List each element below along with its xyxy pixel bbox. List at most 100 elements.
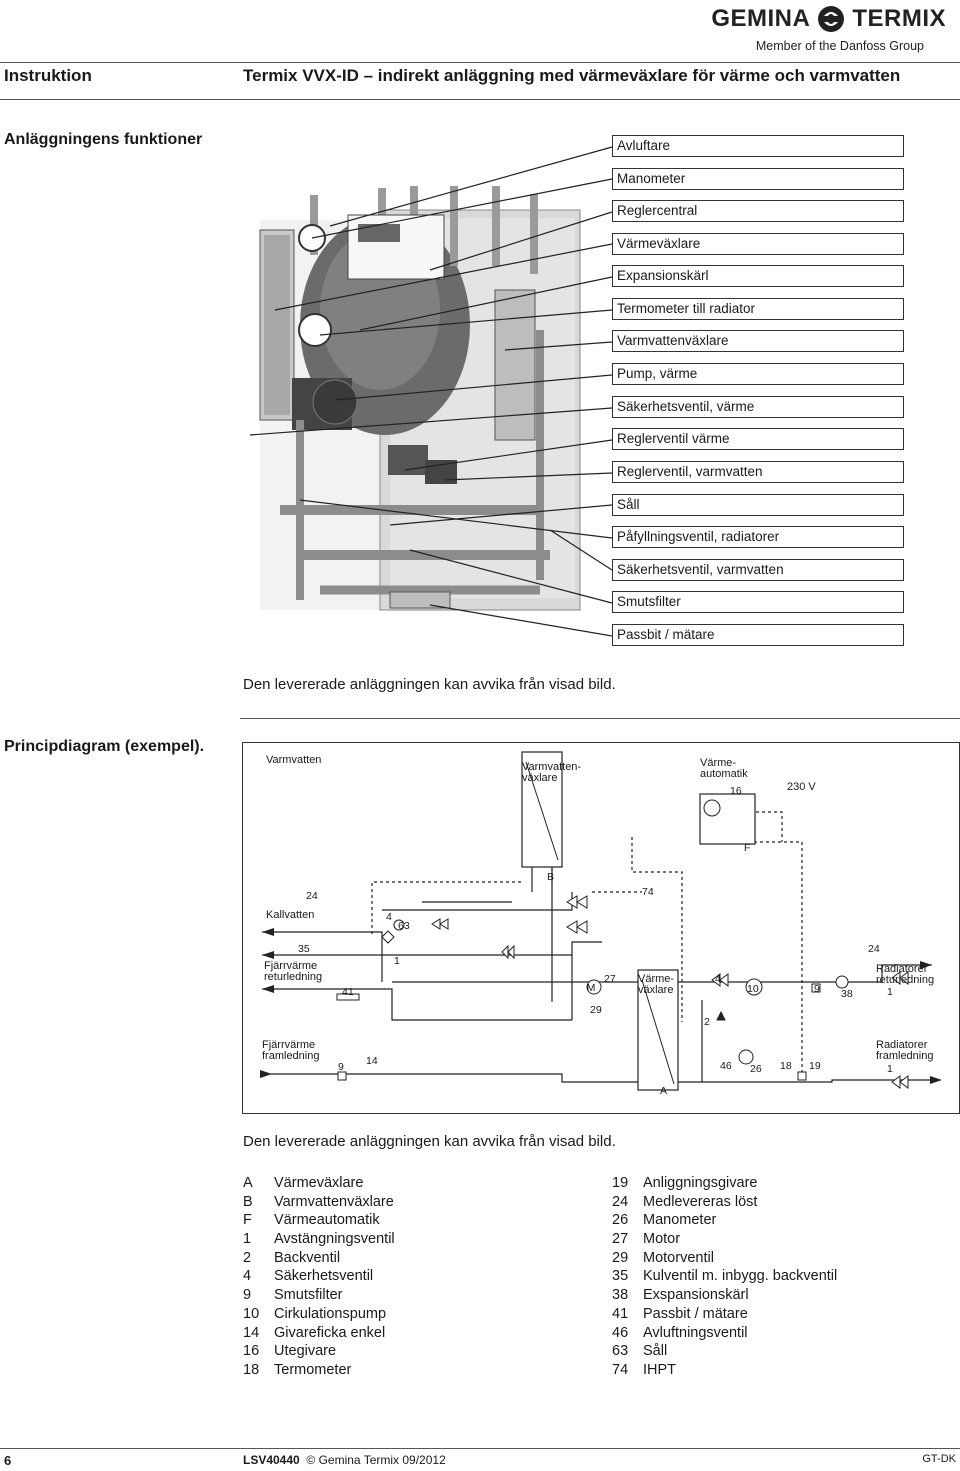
diagram-num-1b: 1 <box>887 986 893 998</box>
diagram-num-46: 46 <box>720 1060 732 1072</box>
legend-key: 10 <box>243 1305 260 1322</box>
language-code: GT-DK <box>922 1453 956 1465</box>
component-label: Reglerventil värme <box>612 428 904 450</box>
component-label: Varmvattenväxlare <box>612 330 904 352</box>
legend-key: 1 <box>243 1231 252 1248</box>
diagram-num-16: 16 <box>730 785 742 797</box>
diagram-label-fjv-fram-2: framledning <box>262 1050 319 1062</box>
component-label: Reglercentral <box>612 200 904 222</box>
legend-key: 4 <box>243 1268 252 1285</box>
diagram-num-27: 27 <box>604 973 616 985</box>
diagram-label-kallvatten: Kallvatten <box>266 909 314 921</box>
legend-text: Motor <box>643 1231 681 1248</box>
diagram-num-10: 10 <box>747 983 759 995</box>
legend-text: Anliggningsgivare <box>643 1175 758 1191</box>
legend-item: 19 Anliggningsgivare <box>612 1174 942 1193</box>
legend-key: 2 <box>243 1249 252 1266</box>
diagram-letter-f: F <box>744 842 750 854</box>
component-label: Avluftare <box>612 135 904 157</box>
logo-text-left: GEMINA <box>711 5 811 32</box>
diagram-num-29: 29 <box>590 1004 602 1016</box>
legend-item: 35 Kulventil m. inbygg. backventil <box>612 1267 942 1286</box>
legend-text: Cirkulationspump <box>274 1305 387 1322</box>
component-label: Manometer <box>612 168 904 190</box>
copyright: © Gemina Termix 09/2012 <box>306 1453 446 1467</box>
legend-text: Avstängningsventil <box>274 1231 395 1248</box>
legend-key: 29 <box>612 1249 629 1266</box>
diagram-num-4a: 4 <box>386 911 392 923</box>
legend-item: F Värmeautomatik <box>243 1211 573 1230</box>
legend-text: Passbit / mätare <box>643 1305 748 1322</box>
legend-text: Utegivare <box>274 1343 337 1360</box>
component-label: Passbit / mätare <box>612 624 904 646</box>
diagram-num-74: 74 <box>642 886 654 898</box>
legend-key: 16 <box>243 1343 260 1360</box>
legend-text: Motorventil <box>643 1249 714 1266</box>
diagram-label-automatik-1: Värme- <box>700 757 736 769</box>
legend-item: 1 Avstängningsventil <box>243 1230 573 1249</box>
diagram-label-volt: 230 V <box>787 781 816 793</box>
diagram-num-1a: 1 <box>394 955 400 967</box>
legend-item: 18 Termometer <box>243 1361 573 1380</box>
principle-diagram: Varmvatten Varmvatten- växlare Värme- au… <box>242 742 960 1114</box>
header-divider-bottom <box>0 99 960 100</box>
logo-text-right: TERMIX <box>852 5 946 32</box>
diagram-label-fjv-retur-2: returledning <box>264 971 322 983</box>
legend-key: 26 <box>612 1212 629 1229</box>
diagram-num-19: 19 <box>809 1060 821 1072</box>
diagram-label-vvx-a-1: Värme- <box>638 973 674 985</box>
legend-text: Medlevereras löst <box>643 1193 758 1210</box>
diagram-motor: M <box>587 982 596 994</box>
functions-heading: Anläggningens funktioner <box>4 131 203 148</box>
legend-key: 18 <box>243 1361 260 1378</box>
leader-lines <box>249 146 613 637</box>
component-label: Såll <box>612 494 904 516</box>
legend-text: Värmeväxlare <box>274 1175 364 1191</box>
diagram-label-rad-retur-1: Radiatorer <box>876 963 928 975</box>
legend-text: Såll <box>643 1343 668 1360</box>
diagram-label-fjv-fram-1: Fjärrvärme <box>262 1039 315 1051</box>
component-label: Reglerventil, varmvatten <box>612 461 904 483</box>
legend-key: 35 <box>612 1268 629 1285</box>
legend-item: 29 Motorventil <box>612 1249 942 1268</box>
header-divider <box>0 62 960 63</box>
legend-key: 63 <box>612 1343 629 1360</box>
legend-text: Säkerhetsventil <box>274 1268 374 1285</box>
legend-text: Termometer <box>274 1361 352 1378</box>
diagram-label-vvx-a-2: växlare <box>638 984 673 996</box>
component-label: Smutsfilter <box>612 591 904 613</box>
legend-text: Varmvattenväxlare <box>274 1193 394 1210</box>
diagram-label-rad-fram-1: Radiatorer <box>876 1039 928 1051</box>
legend-key: 19 <box>612 1175 629 1191</box>
legend-text: Kulventil m. inbygg. backventil <box>643 1268 838 1285</box>
diagram-num-9a: 9 <box>814 983 820 995</box>
legend-item: 4 Säkerhetsventil <box>243 1267 573 1286</box>
legend-key: 9 <box>243 1287 252 1304</box>
section-label: Instruktion <box>4 66 92 85</box>
diagram-letter-b: B <box>547 871 554 883</box>
diagram-num-24a: 24 <box>306 890 318 902</box>
legend-text: Värmeautomatik <box>274 1212 380 1229</box>
diagram-label-vvx-1: Varmvatten- <box>522 761 581 773</box>
legend-text: IHPT <box>643 1361 677 1378</box>
legend-key: A <box>243 1175 253 1191</box>
legend-key: 24 <box>612 1193 629 1210</box>
component-label: Säkerhetsventil, varmvatten <box>612 559 904 581</box>
diagram-num-35: 35 <box>298 943 310 955</box>
legend-item: 10 Cirkulationspump <box>243 1305 573 1324</box>
diagram-label-fjv-retur-1: Fjärrvärme <box>264 960 317 972</box>
diagram-label-rad-retur-2: returledning <box>876 974 934 986</box>
legend-key: F <box>243 1212 252 1229</box>
legend-item: 16 Utegivare <box>243 1342 573 1361</box>
diagram-label-rad-fram-2: framledning <box>876 1050 933 1062</box>
component-label: Påfyllningsventil, radiatorer <box>612 526 904 548</box>
component-label: Pump, värme <box>612 363 904 385</box>
